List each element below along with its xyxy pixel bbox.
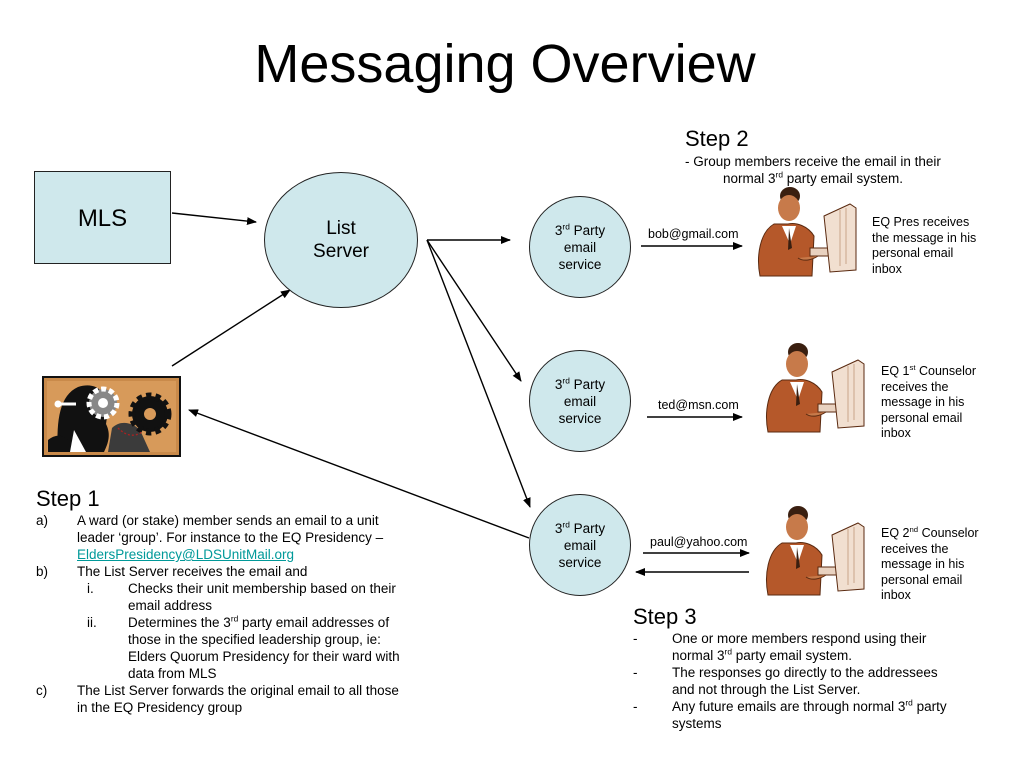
step2-heading: Step 2	[685, 126, 749, 151]
email-address-label: bob@gmail.com	[648, 227, 739, 241]
email-address-label: ted@msn.com	[658, 398, 739, 412]
email-address-label: paul@yahoo.com	[650, 535, 748, 549]
step1-block: Step 1 a)A ward (or stake) member sends …	[36, 486, 436, 716]
arrow-mls-to-listserver	[171, 212, 257, 226]
step3-heading: Step 3	[633, 604, 697, 629]
member-gears-icon	[42, 376, 181, 457]
presidency-email-link[interactable]: EldersPresidency@LDSUnitMail.org	[77, 547, 295, 562]
arrow-svc3-to-member	[188, 409, 530, 539]
arrow-member-to-listserver	[171, 289, 291, 367]
step3-block: Step 3 -One or more members respond usin…	[633, 604, 1013, 732]
step1-heading: Step 1	[36, 486, 100, 511]
list-server-node: List Server	[264, 172, 418, 308]
page-title: Messaging Overview	[254, 34, 756, 94]
list-server-label-2: Server	[313, 241, 369, 262]
arrow-listserver-to-svc2	[426, 239, 522, 382]
person-at-computer-icon	[758, 187, 865, 596]
step2-line1: - Group members receive the email in the…	[685, 154, 941, 169]
arrow-listserver-to-svc3	[426, 239, 531, 508]
list-server-label-1: List	[326, 218, 356, 239]
step2-line2: normal 3rd party email system.	[723, 169, 903, 186]
mls-box: MLS	[34, 171, 171, 264]
